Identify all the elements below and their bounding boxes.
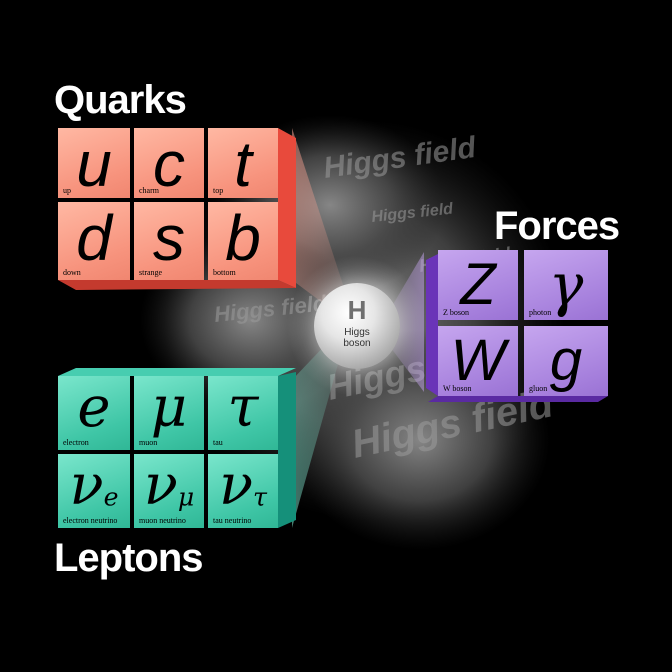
quark-name: top — [213, 186, 224, 195]
quark-side-face — [278, 128, 296, 288]
lepton-cell: e electron — [58, 376, 130, 450]
lepton-name: muon — [139, 438, 158, 447]
boson-cell: γ photon — [524, 250, 608, 320]
boson-symbol: Z — [460, 252, 496, 317]
lepton-symbol: e — [77, 375, 111, 440]
boson-symbol: W — [450, 328, 506, 393]
lepton-symbol: νμ — [143, 453, 195, 518]
boson-side-face — [426, 254, 438, 396]
quark-cell: t top — [208, 128, 278, 198]
quark-cell: u up — [58, 128, 130, 198]
leptons-title: Leptons — [54, 536, 204, 580]
quark-cell: c charm — [134, 128, 204, 198]
boson-symbol: g — [549, 328, 583, 393]
lepton-name: muon neutrino — [139, 516, 186, 525]
lepton-cell: ντ tau neutrino — [208, 454, 278, 528]
boson-symbol: γ — [548, 251, 584, 319]
quark-symbol: d — [76, 202, 112, 274]
lepton-name: tau — [213, 438, 223, 447]
lepton-symbol: ντ — [219, 453, 267, 518]
lepton-cell: μ muon — [134, 376, 204, 450]
boson-name: photon — [529, 308, 552, 317]
boson-cell: W W boson — [438, 326, 518, 396]
lepton-name: electron neutrino — [63, 516, 118, 525]
boson-name: gluon — [529, 384, 548, 393]
quark-bottom-face — [58, 280, 296, 290]
lepton-top-face — [58, 368, 296, 376]
lepton-symbol: μ — [150, 375, 188, 440]
quark-name: strange — [139, 268, 163, 277]
lepton-symbol: τ — [227, 375, 259, 440]
quark-name: bottom — [213, 268, 236, 277]
lepton-cell: νe electron neutrino — [58, 454, 130, 528]
quarks-title: Quarks — [54, 78, 187, 122]
lepton-name: tau neutrino — [213, 516, 252, 525]
quark-symbol: u — [76, 128, 112, 200]
quark-name: charm — [139, 186, 159, 195]
higgs-symbol: H — [347, 295, 367, 325]
boson-name: Z boson — [443, 308, 469, 317]
boson-bottom-face — [428, 396, 608, 402]
higgs-name: Higgs boson — [343, 327, 371, 349]
quark-symbol: c — [153, 128, 185, 200]
quark-cell: d down — [58, 202, 130, 280]
forces-title: Forces — [494, 204, 620, 248]
quark-symbol: b — [225, 202, 261, 274]
lepton-cell: νμ muon neutrino — [134, 454, 204, 528]
lepton-cell: τ tau — [208, 376, 278, 450]
quark-cell: b bottom — [208, 202, 278, 280]
boson-cell: Z Z boson — [438, 250, 518, 320]
quark-name: up — [63, 186, 71, 195]
boson-cell: g gluon — [524, 326, 608, 396]
quark-name: down — [63, 268, 81, 277]
quark-symbol: s — [153, 202, 185, 274]
quark-cell: s strange — [134, 202, 204, 280]
lepton-name: electron — [63, 438, 89, 447]
boson-name: W boson — [443, 384, 472, 393]
lepton-symbol: νe — [69, 453, 119, 518]
higgs-boson: H Higgs boson — [314, 283, 400, 369]
lepton-side-face — [278, 372, 296, 528]
quark-symbol: t — [234, 128, 252, 200]
